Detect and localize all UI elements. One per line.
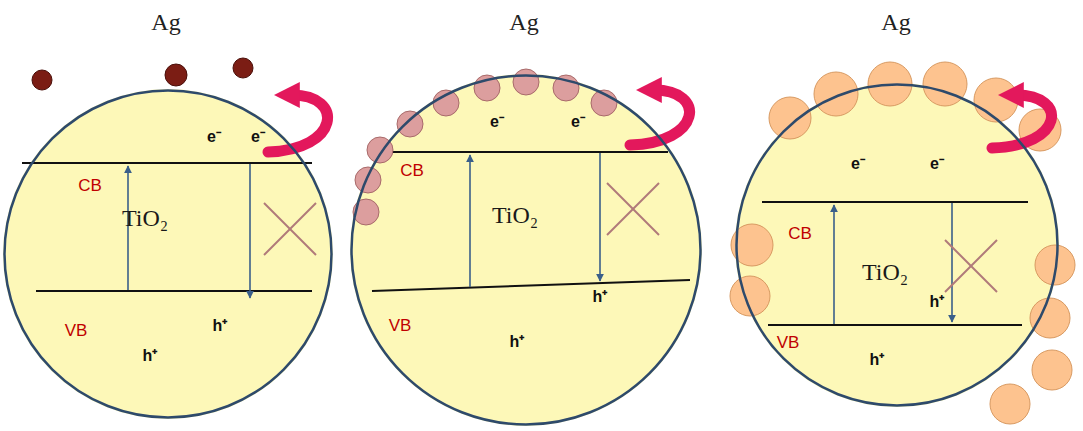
particle-outline [350,74,702,426]
electron-label: e⁻ [930,156,944,172]
metal-label: Ag [151,10,180,34]
band-label: CB [78,177,102,194]
metal-label: Ag [509,10,538,34]
ag-nanoparticles [730,62,1075,424]
recombination-blocked [264,183,997,292]
electron-label: e⁻ [207,129,221,145]
band-label: VB [389,317,412,334]
ag-nanoparticles [353,69,617,225]
band-label: VB [65,322,88,339]
ag-nanoparticles [32,58,253,90]
band-structure [22,152,1028,325]
hole-label: h⁺ [213,318,228,334]
particle-body [350,74,702,426]
hole-label: h⁺ [593,289,608,305]
tio2-particle: AgCBe⁻e⁻TiO₂VBh⁺h⁺ [350,74,702,426]
electron-label: e⁻ [251,129,265,145]
transition-arrows [128,153,952,324]
particle-outline [352,76,701,425]
particle-body [735,83,1059,407]
hole-label: h⁺ [143,348,158,364]
particle-outline [735,83,1059,407]
electron-label: e⁻ [571,114,585,130]
hole-label: h⁺ [930,294,945,310]
metal-label: Ag [881,10,910,34]
particle-outline [3,89,333,419]
particle-outline [737,85,1058,406]
tio2-particle: AgCBe⁻e⁻TiO₂VBh⁺h⁺ [735,83,1059,407]
semiconductor-label: TiO₂ [492,203,538,227]
band-label: CB [400,162,424,179]
band-label: VB [777,334,800,351]
electron-label: e⁻ [490,114,504,130]
electron-label: e⁻ [851,156,865,172]
hole-label: h⁺ [870,352,885,368]
particle-body [3,89,333,419]
particle-outline [5,91,332,418]
semiconductor-label: TiO₂ [122,206,168,230]
band-label: CB [788,225,812,242]
hole-label: h⁺ [510,334,525,350]
semiconductor-label: TiO₂ [862,260,908,284]
tio2-particle: AgCBe⁻e⁻TiO₂VBh⁺h⁺ [3,89,333,419]
electron-transfer-arrow [268,90,1052,152]
